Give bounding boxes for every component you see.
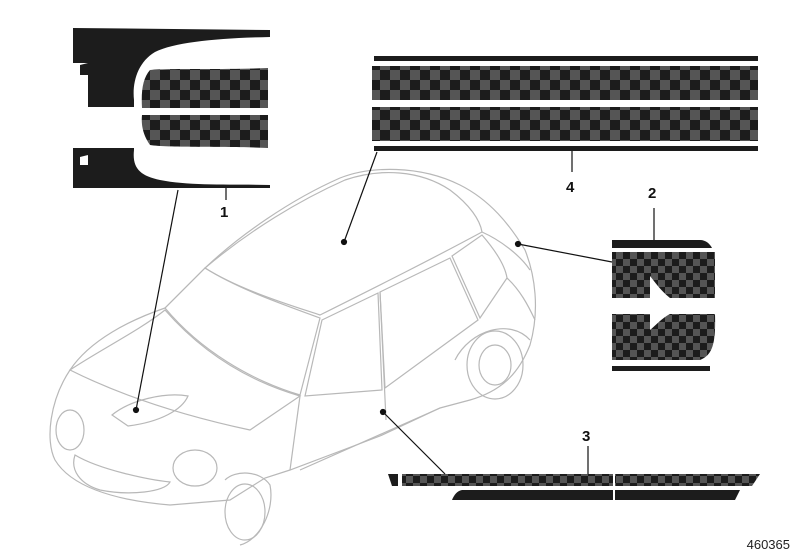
rear-decal-lower-check bbox=[612, 314, 716, 360]
rear-decal-top-line bbox=[612, 240, 712, 248]
part-4-roof-stripes bbox=[372, 56, 758, 151]
rear-decal-upper-check bbox=[612, 252, 715, 298]
rear-decal-bottom-line bbox=[612, 366, 710, 371]
callout-part-3: 3 bbox=[582, 428, 591, 445]
document-number: 460365 bbox=[746, 537, 790, 552]
part-1-hood-stripes bbox=[73, 28, 270, 188]
side-stripe-lower bbox=[452, 490, 740, 500]
leader-dot-rear bbox=[514, 240, 522, 248]
callout-part-2: 2 bbox=[648, 185, 657, 202]
leader-dot-side bbox=[379, 408, 387, 416]
callout-part-1: 1 bbox=[220, 204, 229, 221]
leader-lines bbox=[132, 151, 655, 475]
callout-part-4: 4 bbox=[566, 179, 575, 196]
leader-part-2-rear bbox=[517, 243, 613, 263]
leader-dot-roof bbox=[340, 238, 348, 246]
side-stripe-upper bbox=[402, 474, 760, 486]
part-2-rear-decals bbox=[612, 240, 716, 371]
leader-part-1-hood bbox=[135, 189, 179, 411]
roof-stripe-upper bbox=[372, 66, 758, 100]
hood-stripe-upper-frame bbox=[73, 28, 270, 107]
car-outline bbox=[49, 168, 537, 546]
leader-dot-hood bbox=[132, 406, 140, 414]
hood-stripe-lower-frame bbox=[73, 148, 270, 188]
leader-part-3-side bbox=[382, 411, 446, 475]
roof-stripe-bottom-line bbox=[374, 146, 758, 151]
roof-stripe-top-line bbox=[374, 56, 758, 61]
hood-stripe-upper-check bbox=[141, 68, 268, 108]
leader-part-4-roof bbox=[343, 151, 378, 243]
side-stripe-front-tip bbox=[388, 474, 398, 486]
part-3-side-stripes bbox=[388, 474, 760, 500]
roof-stripe-lower bbox=[372, 107, 758, 141]
hood-stripe-lower-check bbox=[141, 115, 268, 148]
